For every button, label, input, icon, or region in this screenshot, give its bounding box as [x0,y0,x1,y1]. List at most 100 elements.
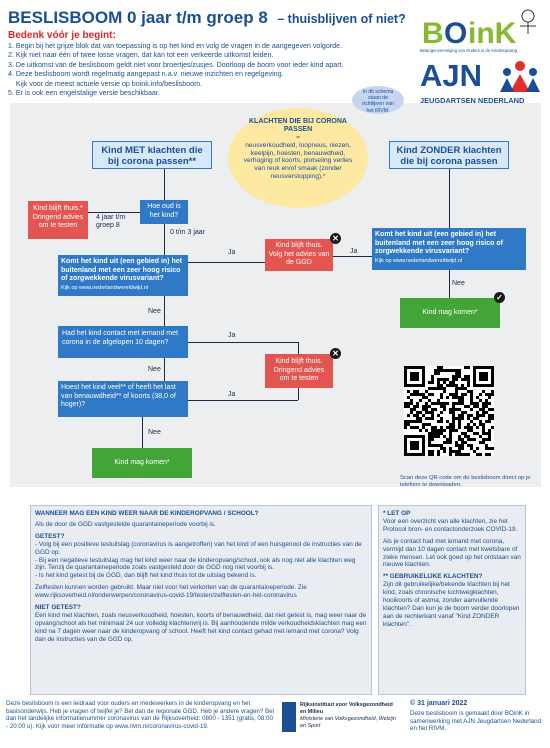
qr-module [485,393,488,396]
qr-module [461,378,464,381]
qr-module [413,420,416,423]
svg-text:inK: inK [468,17,517,50]
qr-finder-pattern [479,372,488,381]
qr-module [476,417,479,420]
ja-label-2: Ja [350,248,358,255]
qr-module [470,414,473,417]
qr-module [437,453,440,456]
qr-module [452,450,455,453]
qr-module [482,432,485,435]
qr-module [437,402,440,405]
qr-module [491,408,494,411]
qr-module [461,402,464,405]
qr-module [446,441,449,444]
qr-module [461,444,464,447]
qr-code-graphic [404,366,494,456]
qr-module [410,399,413,402]
instructions-list: 1. Begin bij het grijze blok dat van toe… [8,42,403,98]
qr-module [443,381,446,384]
zonder-klachten-header: Kind ZONDER klachten die bij corona pass… [389,141,509,169]
qr-module [404,402,407,405]
qr-module [482,438,485,441]
qr-module [485,432,488,435]
qr-module [446,402,449,405]
qr-module [431,429,434,432]
ja-label-3: Ja [228,332,236,339]
qr-module [440,432,443,435]
qr-module [458,369,461,372]
qr-caption: Scan deze QR code om de beslisboom direc… [400,475,531,488]
qr-module [434,435,437,438]
connector [164,169,165,200]
qr-module [455,444,458,447]
qr-module [425,417,428,420]
age-question-box: Hoe oud is het kind? [140,200,188,224]
vws-name: Ministerie van Volksgezondheid, Welzijn … [300,716,396,729]
qr-module [416,402,419,405]
abroad-question-left-text: Komt het kind uit (een gebied in) het bu… [61,258,182,283]
qr-module [416,393,419,396]
qr-module [449,435,452,438]
qr-module [443,408,446,411]
qr-module [437,381,440,384]
qr-code[interactable] [404,366,494,456]
qr-module [461,399,464,402]
qr-module [479,435,482,438]
qr-module [476,447,479,450]
qr-module [488,393,491,396]
qr-module [428,411,431,414]
qr-module [428,423,431,426]
qr-module [479,399,482,402]
qr-module [476,396,479,399]
connector [164,224,165,255]
qr-module [449,426,452,429]
qr-module [473,432,476,435]
qr-module [479,408,482,411]
qr-module [404,405,407,408]
qr-module [485,447,488,450]
rivm-logo: Rijksinstituut voor Volksgezondheid en M… [282,702,402,742]
footer-info: Deze beslisboom is een leidraad voor oud… [6,700,274,730]
qr-module [479,393,482,396]
qr-module [455,384,458,387]
gebruikelijk-text: Zijn dit gebruikelijke/bekende klachten … [383,581,520,628]
qr-module [458,408,461,411]
qr-module [467,366,470,369]
qr-module [464,432,467,435]
instruction-item: Kijk voor de meest actuele versie op boi… [8,79,202,88]
rivm-name: Rijksinstituut voor Volksgezondheid en M… [300,702,393,715]
abroad-link-left: Kijk op www.nederlandwereldwijd.nl [61,284,149,291]
qr-module [455,393,458,396]
connector [449,169,450,228]
qr-module [470,396,473,399]
qr-module [455,402,458,405]
qr-module [470,426,473,429]
qr-module [467,444,470,447]
qr-module [488,402,491,405]
qr-module [446,384,449,387]
qr-module [473,438,476,441]
getest-heading: GETEST? [35,532,65,540]
qr-module [488,408,491,411]
qr-module [446,426,449,429]
qr-module [431,402,434,405]
qr-module [440,387,443,390]
qr-module [452,396,455,399]
let-op-heading: * LET OP [383,510,411,517]
qr-module [461,438,464,441]
qr-module [404,423,407,426]
qr-module [440,393,443,396]
symptoms-oval-title: KLACHTEN DIE BIJ CORONA PASSEN [248,118,347,133]
qr-module [434,426,437,429]
getest-item-3: - Is het kind getest bij de GGD, dan bli… [35,572,257,580]
qr-module [458,435,461,438]
qr-module [413,405,416,408]
qr-module [488,396,491,399]
qr-module [410,408,413,411]
panel-when-return: WANNEER MAG EEN KIND WEER NAAR DE KINDER… [30,505,372,695]
qr-module [455,450,458,453]
qr-module [440,405,443,408]
qr-module [464,387,467,390]
qr-module [428,441,431,444]
niet-getest-heading: NIET GETEST? [35,604,81,612]
